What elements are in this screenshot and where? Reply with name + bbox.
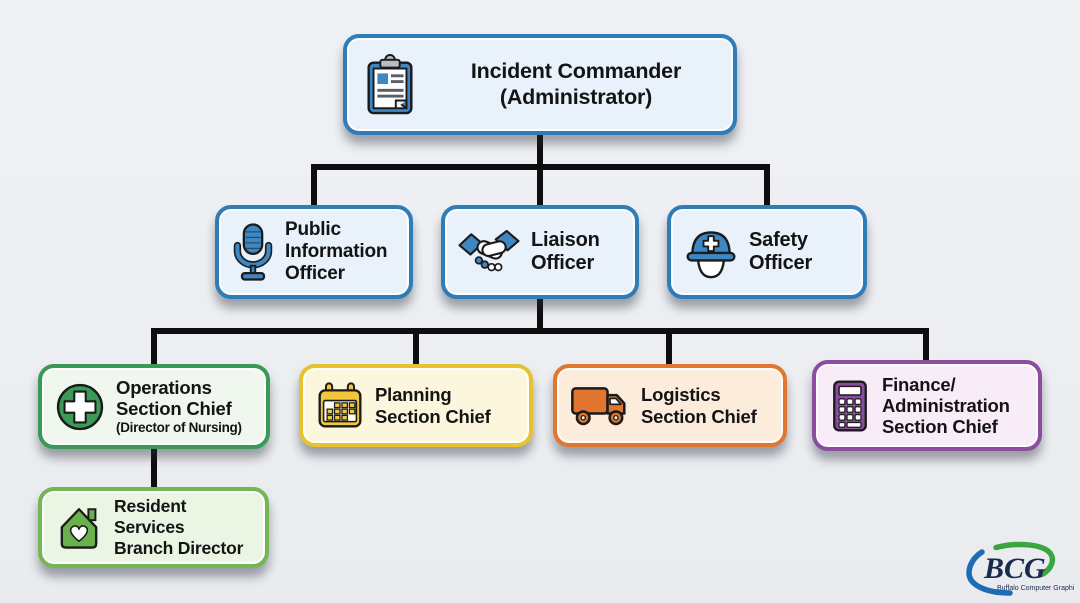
calculator-icon xyxy=(833,379,867,432)
connector-line xyxy=(413,328,419,369)
node-finance-administration-section-chief: Finance/ Administration Section Chief xyxy=(812,360,1042,451)
node-operations-section-chief: Operations Section Chief (Director of Nu… xyxy=(38,364,270,449)
handshake-icon xyxy=(458,229,520,272)
microphone-icon xyxy=(233,223,273,281)
node-liaison-officer: Liaison Officer xyxy=(441,205,639,299)
node-label: Incident Commander (Administrator) xyxy=(470,59,682,109)
node-safety-officer: Safety Officer xyxy=(667,205,867,299)
node-label: Safety Officer xyxy=(749,228,813,274)
node-label: Operations Section Chief xyxy=(116,377,232,420)
node-incident-commander: Incident Commander (Administrator) xyxy=(343,34,737,135)
node-label: Planning Section Chief xyxy=(375,384,491,427)
node-logistics-section-chief: Logistics Section Chief xyxy=(553,364,787,447)
node-label: Finance/ Administration Section Chief xyxy=(882,373,1010,438)
node-label: Liaison Officer xyxy=(531,228,600,274)
node-public-information-officer: Public Information Officer xyxy=(215,205,413,299)
node-planning-section-chief: Planning Section Chief xyxy=(299,364,533,447)
node-sublabel: (Director of Nursing) xyxy=(116,419,242,435)
connector-line xyxy=(151,328,929,334)
calendar-icon xyxy=(318,381,362,427)
clipboard-icon xyxy=(367,53,413,114)
connector-line xyxy=(666,328,672,369)
logo-green-swoosh xyxy=(993,541,1056,577)
hardhat-icon xyxy=(686,231,736,279)
logo-text: BCG xyxy=(983,552,1046,585)
connector-line xyxy=(537,133,543,207)
bcg-logo: BCG Buffalo Computer Graphics xyxy=(966,541,1074,596)
connector-line xyxy=(151,445,157,492)
node-label-group: Operations Section Chief (Director of Nu… xyxy=(116,377,242,436)
connector-line xyxy=(311,164,317,209)
node-label: Logistics Section Chief xyxy=(641,384,757,427)
house-heart-icon xyxy=(60,507,98,549)
node-resident-services-branch-director: Resident Services Branch Director xyxy=(38,487,269,568)
connector-line xyxy=(537,297,543,334)
connector-line xyxy=(311,164,770,170)
connector-line xyxy=(764,164,770,209)
medical-cross-icon xyxy=(56,383,104,430)
node-label: Resident Services Branch Director xyxy=(114,496,244,558)
node-label: Public Information Officer xyxy=(285,218,388,285)
logo-blue-swoosh xyxy=(966,549,1013,596)
truck-icon xyxy=(571,386,626,425)
logo-subtext: Buffalo Computer Graphics xyxy=(997,585,1074,592)
connector-line xyxy=(151,328,157,369)
connector-line xyxy=(923,328,929,365)
